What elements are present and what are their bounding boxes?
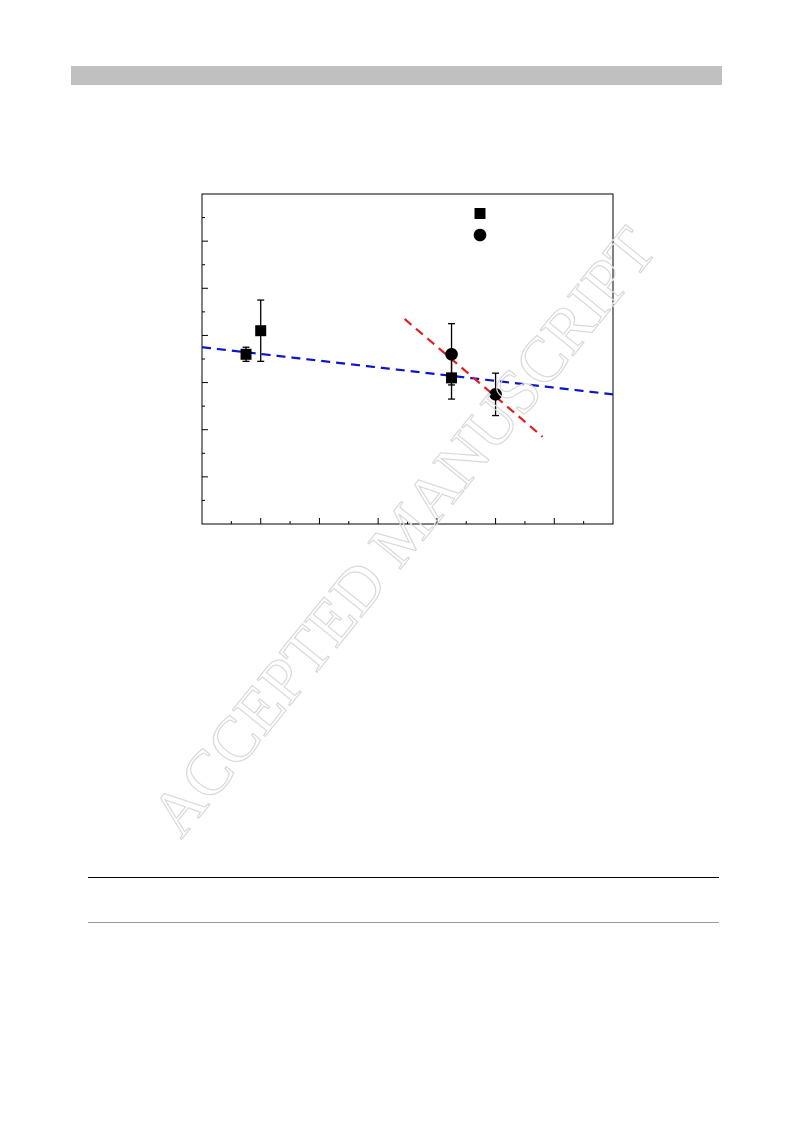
circle-point	[489, 388, 502, 401]
error-bars	[242, 299, 500, 417]
plot-frame	[201, 193, 614, 525]
chart-legend	[473, 208, 487, 242]
axis-ticks	[202, 217, 585, 524]
data-points	[240, 325, 502, 401]
fit-lines	[201, 318, 614, 438]
legend-square-marker	[474, 208, 486, 219]
red-fit-line	[403, 318, 544, 438]
header-bar	[71, 66, 722, 85]
legend-circle-marker	[473, 228, 487, 242]
blue-fit-line	[201, 346, 614, 396]
table-rule-bottom	[88, 922, 719, 923]
circle-point	[445, 347, 458, 361]
square-point	[240, 348, 252, 360]
square-point	[446, 372, 458, 384]
table-rule-top	[88, 877, 719, 878]
square-point	[255, 325, 267, 337]
